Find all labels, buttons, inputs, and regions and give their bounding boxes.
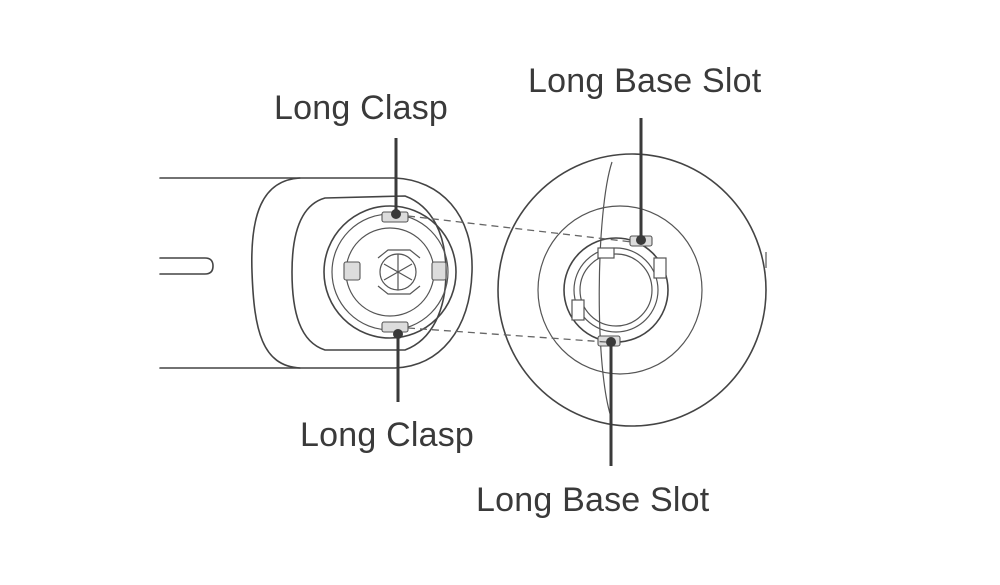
alignment-guide-bottom: [407, 327, 607, 343]
ear-tip-outer-edge: [497, 153, 767, 427]
leader-dot-slot-bottom: [606, 337, 616, 347]
ear-tip-opening: [579, 253, 653, 327]
nozzle-inner-ridge-bottom: [377, 285, 421, 295]
nozzle-mesh-grid: [383, 254, 413, 290]
base-tab-left: [571, 299, 585, 321]
label-long-clasp-bottom: Long Clasp: [300, 416, 475, 454]
base-tab-right: [653, 257, 667, 279]
label-long-clasp-top: Long Clasp: [274, 89, 449, 127]
ear-tip-inner-ring: [537, 205, 703, 375]
ear-tip: [497, 153, 767, 427]
earbud-body: [159, 177, 473, 369]
nozzle-inner-ridge-top: [377, 249, 421, 259]
leader-dot-clasp-top: [391, 209, 401, 219]
stem-slot: [159, 257, 214, 275]
nozzle-ring-outer: [323, 205, 457, 339]
base-tab-top: [597, 247, 615, 259]
label-long-base-slot-bottom: Long Base Slot: [476, 481, 710, 519]
nozzle-side-tab-left: [343, 261, 361, 281]
leader-dot-clasp-bottom: [393, 329, 403, 339]
ear-tip-fold-line: [598, 161, 613, 421]
ear-tip-base-inner: [573, 247, 659, 333]
housing-face: [291, 195, 447, 351]
nozzle-side-tab-right: [431, 261, 447, 281]
housing-outline: [250, 177, 473, 369]
leader-dot-slot-top: [636, 235, 646, 245]
alignment-guide-top: [407, 215, 633, 243]
label-long-base-slot-top: Long Base Slot: [528, 62, 762, 100]
